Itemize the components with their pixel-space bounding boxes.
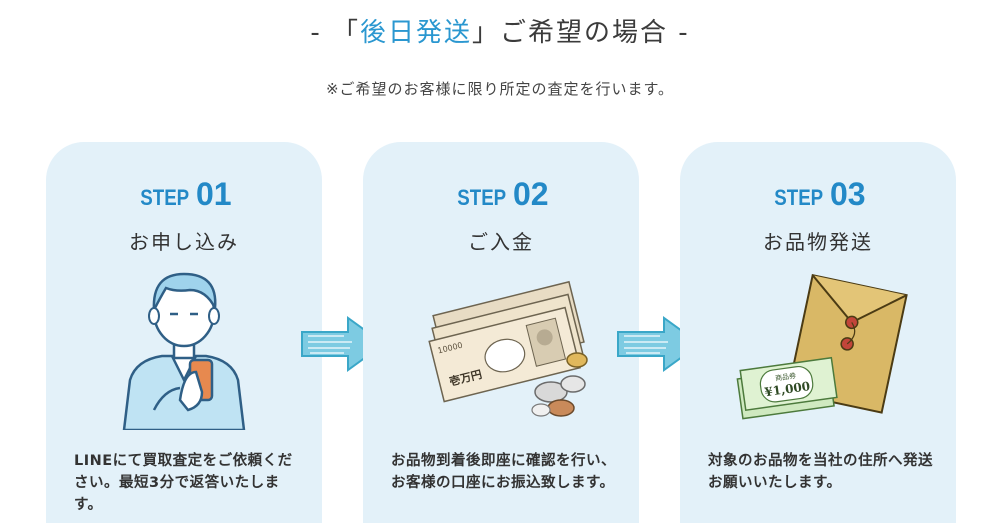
page-title: - 「後日発送」ご希望の場合 - — [0, 12, 1000, 49]
step-number: 02 — [512, 176, 549, 212]
step-word: STEP — [457, 185, 507, 210]
step-number: 03 — [829, 176, 866, 212]
envelope-and-voucher-illustration: 商品券 ¥1,000 — [736, 274, 908, 420]
step-description: お品物到着後即座に確認を行い、お客様の口座にお振込致します。 — [391, 453, 616, 491]
title-prefix: - 「 — [310, 18, 360, 48]
voucher-value: ¥1,000 — [764, 379, 811, 399]
man-with-smartphone-illustration — [122, 272, 246, 430]
step-title: ご入金 — [468, 230, 534, 254]
step-word: STEP — [774, 185, 824, 210]
step-description: 対象のお品物を当社の住所へ発送お願いいたします。 — [708, 453, 933, 491]
step-word: STEP — [140, 185, 190, 210]
step-number: 01 — [195, 176, 232, 212]
voucher-label: 商品券 — [775, 371, 797, 383]
title-accent: 後日発送 — [359, 18, 472, 48]
step-description: LINEにて買取査定をご依頼ください。最短3分で返答いたします。 — [74, 453, 293, 513]
step-title: お品物発送 — [763, 230, 873, 254]
yen-bills-and-coins-illustration: 10000 壱万円 — [428, 280, 588, 417]
title-suffix: 」ご希望の場合 - — [472, 18, 690, 48]
step-title: お申し込み — [129, 230, 239, 254]
page-subtitle: ※ご希望のお客様に限り所定の査定を行います。 — [325, 80, 675, 98]
